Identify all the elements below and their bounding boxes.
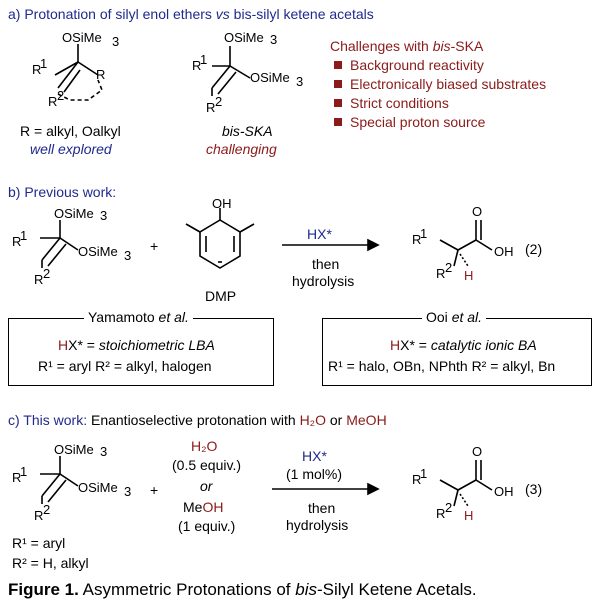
osime3-label: OSiMe [62, 30, 102, 45]
svg-text:R: R [192, 58, 201, 73]
svg-text:OSiMe: OSiMe [78, 244, 118, 259]
mol1-note: well explored [30, 141, 112, 157]
svg-text:3: 3 [100, 208, 107, 223]
then-label-c: then [308, 500, 336, 516]
silyl-enol-ether-structure: OSiMe 3 R 1 R R 2 [32, 30, 119, 109]
section-b-heading: b) Previous work: [8, 184, 117, 200]
yamamoto-title: Yamamoto et al. [84, 309, 193, 325]
svg-text:H: H [464, 268, 473, 283]
ooi-scope: R¹ = halo, OBn, NPhth R² = alkyl, Bn [328, 358, 556, 374]
svg-text:1: 1 [20, 464, 27, 479]
svg-text:R: R [34, 508, 43, 523]
mol2-caption: bis-SKA [222, 123, 273, 139]
r1-definition: R¹ = aryl [12, 535, 66, 551]
svg-text:O: O [472, 204, 482, 219]
challenge-item: Special proton source [334, 114, 485, 130]
equation-number-2: (2) [525, 241, 543, 257]
ooi-hx: HX* = catalytic ionic BA [390, 337, 537, 353]
svg-text:R: R [34, 272, 43, 287]
svg-text:R: R [12, 470, 21, 485]
svg-text:OSiMe: OSiMe [224, 30, 264, 45]
svg-text:OSiMe: OSiMe [250, 70, 290, 85]
mol2-note: challenging [206, 141, 277, 157]
dmp-structure [185, 208, 255, 269]
yamamoto-hx: HX* = stoichiometric LBA [58, 337, 215, 353]
svg-text:2: 2 [445, 260, 452, 275]
dmp-oh: OH [212, 196, 232, 211]
svg-text:R: R [436, 506, 445, 521]
svg-text:O: O [472, 444, 482, 459]
r-label: R [96, 67, 105, 82]
reagent-hx-c: HX* [302, 448, 327, 464]
mol1-caption: R = alkyl, Oalkyl [20, 123, 121, 139]
ooi-title: Ooi et al. [422, 309, 487, 325]
challenge-item: Electronically biased substrates [334, 76, 546, 92]
svg-text:3: 3 [124, 248, 131, 263]
section-a-heading: a) Protonation of silyl enol ethers vs b… [8, 6, 374, 22]
challenge-item: Strict conditions [334, 95, 449, 111]
svg-text:R: R [412, 472, 421, 487]
svg-text:OSiMe: OSiMe [54, 442, 94, 457]
r2-definition: R² = H, alkyl [12, 555, 89, 571]
r2-label: R [48, 94, 57, 109]
svg-text:1: 1 [40, 56, 47, 71]
h2o-amount: (0.5 equiv.) [172, 457, 241, 473]
hydrolysis-label-c: hydrolysis [286, 517, 349, 533]
plus-sign-c: + [150, 482, 159, 498]
challenge-item: Background reactivity [334, 57, 484, 73]
svg-text:R: R [436, 266, 445, 281]
yamamoto-scope: R¹ = aryl R² = alkyl, halogen [38, 358, 212, 374]
or-label: or [200, 478, 213, 494]
catalyst-loading: (1 mol%) [286, 466, 343, 482]
figure-caption: Figure 1. Asymmetric Protonations of bis… [8, 580, 477, 599]
bullet-icon [334, 118, 342, 126]
svg-text:1: 1 [200, 52, 207, 67]
reaction-arrow-b [282, 238, 380, 252]
reagent-hx-b: HX* [307, 226, 332, 242]
svg-text:3: 3 [100, 444, 107, 459]
bullet-icon [334, 61, 342, 69]
challenges-title: Challenges with bis-SKA [330, 38, 484, 54]
svg-text:OH: OH [494, 484, 514, 499]
section-c-heading: c) This work: Enantioselective protonati… [8, 412, 387, 428]
svg-text:R: R [412, 232, 421, 247]
svg-text:2: 2 [445, 500, 452, 515]
svg-text:2: 2 [43, 266, 50, 281]
svg-text:OH: OH [494, 244, 514, 259]
svg-text:R: R [206, 100, 215, 115]
dmp-label: DMP [205, 288, 237, 304]
svg-text:3: 3 [124, 484, 131, 499]
svg-text:2: 2 [57, 88, 64, 103]
meoh-label: MeOH [183, 499, 224, 515]
svg-text:R: R [12, 234, 21, 249]
svg-text:2: 2 [215, 94, 222, 109]
plus-sign: + [150, 238, 159, 254]
equation-number-3: (3) [525, 481, 543, 497]
then-label-b: then [312, 256, 340, 272]
svg-text:3: 3 [270, 32, 277, 47]
bullet-icon [334, 80, 342, 88]
svg-text:OSiMe: OSiMe [78, 480, 118, 495]
svg-text:3: 3 [296, 74, 303, 89]
meoh-amount: (1 equiv.) [178, 518, 236, 534]
r1-label: R [32, 62, 41, 77]
reaction-arrow-c [272, 482, 380, 496]
svg-text:1: 1 [420, 466, 427, 481]
h2o-label: H₂O [191, 438, 218, 454]
svg-text:1: 1 [420, 226, 427, 241]
bullet-icon [334, 99, 342, 107]
svg-text:2: 2 [43, 502, 50, 517]
svg-text:1: 1 [20, 228, 27, 243]
bis-ska-structure: OSiMe 3 OSiMe 3 R 1 R 2 [192, 30, 303, 115]
svg-text:OSiMe: OSiMe [54, 206, 94, 221]
svg-text:3: 3 [112, 34, 119, 49]
svg-text:H: H [464, 508, 473, 523]
hydrolysis-label-b: hydrolysis [292, 273, 355, 289]
